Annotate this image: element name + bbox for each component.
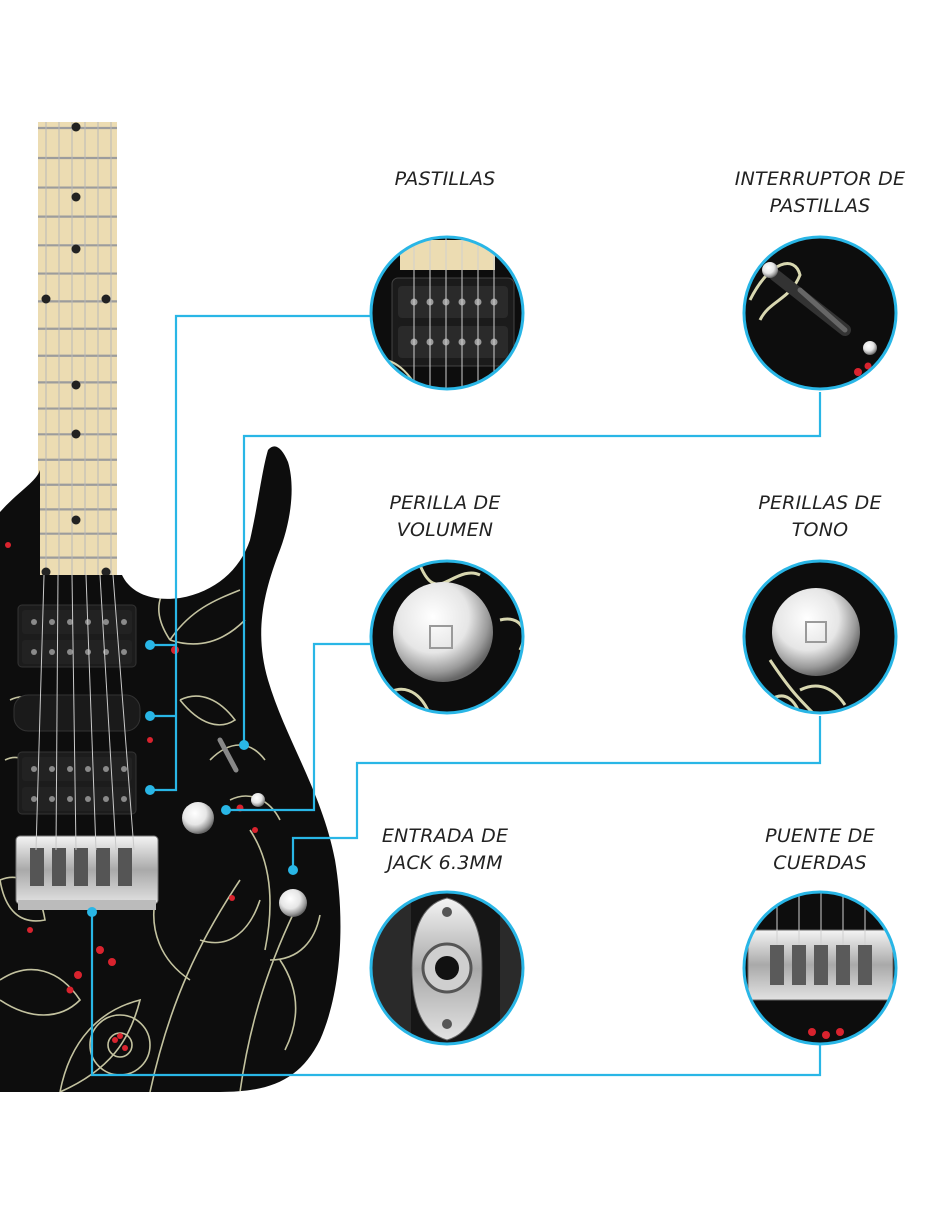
pole-piece — [49, 766, 55, 772]
pole-piece — [103, 619, 109, 625]
fret-inlay-dot — [71, 515, 81, 525]
fret-inlay-dot — [71, 192, 81, 202]
fret-inlay-dot — [101, 567, 111, 577]
pole-piece — [67, 649, 73, 655]
pole-piece — [121, 766, 127, 772]
label-line: JACK 6.3MM — [387, 852, 503, 874]
floral-artwork — [0, 542, 321, 1092]
humbucker-pickup-icon — [369, 235, 525, 391]
label-puente-de-cuerdas: PUENTE DE CUERDAS — [715, 823, 925, 877]
fret-inlay-dot — [71, 429, 81, 439]
pole-piece — [31, 649, 37, 655]
fret-inlay-dot — [41, 567, 51, 577]
pole-piece — [85, 766, 91, 772]
fret-inlay-dot — [71, 122, 81, 132]
pole-piece — [67, 796, 73, 802]
pole-piece — [121, 619, 127, 625]
body-pickups — [13, 604, 141, 815]
volume-knob-icon — [369, 559, 525, 715]
fret-inlay-dot — [71, 244, 81, 254]
callout-dots — [87, 640, 298, 917]
label-entrada-de-jack: ENTRADA DE JACK 6.3MM — [345, 823, 545, 877]
label-line: INTERRUPTOR DE — [734, 168, 906, 190]
label-pastillas: PASTILLAS — [345, 166, 545, 193]
pickup-selector-switch-icon — [742, 235, 898, 391]
pole-piece — [67, 619, 73, 625]
body-bridge — [15, 835, 159, 910]
guitar-neck — [38, 122, 117, 592]
pole-piece — [103, 796, 109, 802]
pole-piece — [85, 649, 91, 655]
fret-inlay-dot — [101, 294, 111, 304]
label-line: TONO — [791, 519, 849, 541]
label-interruptor-de-pastillas: INTERRUPTOR DE PASTILLAS — [715, 166, 925, 220]
label-line: CUERDAS — [773, 852, 867, 874]
label-line: PASTILLAS — [394, 168, 496, 190]
label-line: PERILLAS DE — [758, 492, 882, 514]
pole-piece — [121, 796, 127, 802]
fret-inlay-dot — [71, 380, 81, 390]
pole-piece — [67, 766, 73, 772]
label-line: PERILLA DE — [389, 492, 501, 514]
label-perilla-de-volumen: PERILLA DE VOLUMEN — [345, 490, 545, 544]
pole-piece — [49, 619, 55, 625]
tremolo-bridge-icon — [742, 890, 898, 1046]
pole-piece — [31, 619, 37, 625]
pole-piece — [49, 649, 55, 655]
tone-knob-icon — [742, 559, 898, 715]
jack-input-icon — [369, 890, 525, 1046]
pole-piece — [121, 649, 127, 655]
label-perillas-de-tono: PERILLAS DE TONO — [715, 490, 925, 544]
pole-piece — [49, 796, 55, 802]
guitar-body — [0, 446, 341, 1092]
label-line: ENTRADA DE — [381, 825, 509, 847]
fret-inlay-dot — [41, 294, 51, 304]
label-line: PUENTE DE — [765, 825, 875, 847]
pole-piece — [85, 796, 91, 802]
pole-piece — [31, 766, 37, 772]
label-line: PASTILLAS — [769, 195, 871, 217]
pole-piece — [103, 766, 109, 772]
callout-lines — [90, 314, 822, 1077]
pole-piece — [31, 796, 37, 802]
label-line: VOLUMEN — [396, 519, 494, 541]
